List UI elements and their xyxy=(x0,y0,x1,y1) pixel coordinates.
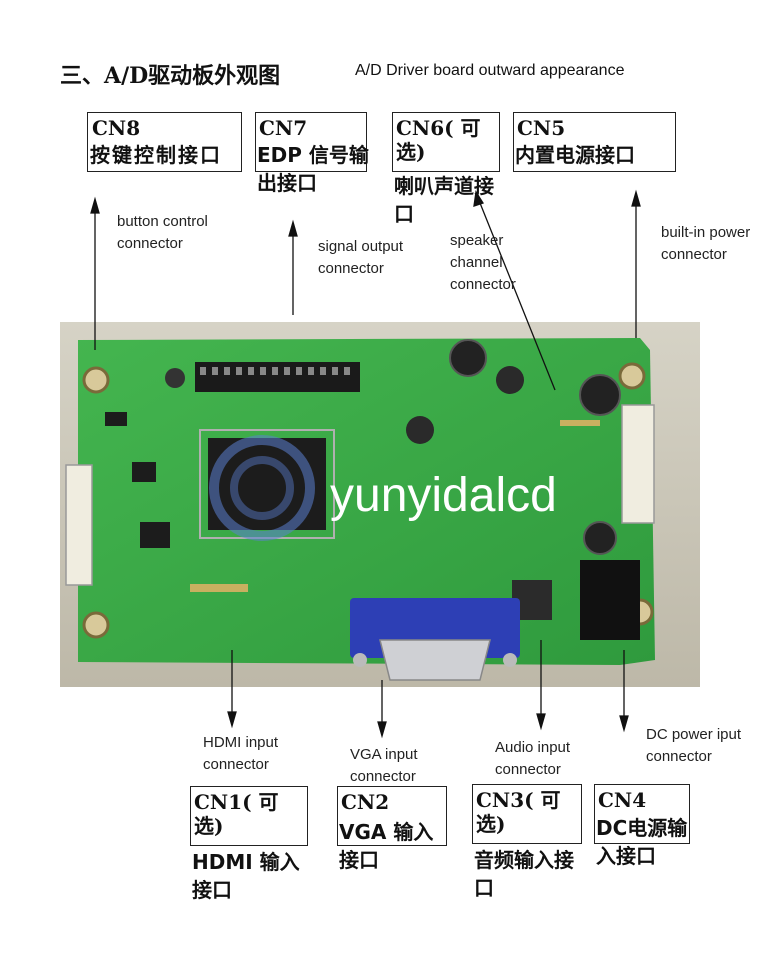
cn1-box xyxy=(190,786,308,846)
cn6-en: speaker channel connector xyxy=(450,232,516,293)
title-en: A/D Driver board outward appearance xyxy=(355,62,625,79)
cn5-code: CN5 xyxy=(517,116,566,140)
cn3-box xyxy=(472,784,582,844)
cn2-en: VGA input connector xyxy=(350,746,418,785)
cn1-en: HDMI input connector xyxy=(203,734,279,773)
cn4-code: CN4 xyxy=(598,788,647,812)
cn4-desc: DC电源输入接口 xyxy=(596,816,688,868)
cn1-desc: HDMI 输入接口 xyxy=(192,850,300,902)
ic-chip xyxy=(105,412,127,426)
cn6-code: CN6( 可选) xyxy=(396,116,481,164)
cn1-code: CN1( 可选) xyxy=(194,790,279,838)
cn2-box xyxy=(337,786,447,846)
cn6-box xyxy=(392,112,500,172)
dc-jack xyxy=(580,560,640,640)
cn8-box xyxy=(87,112,242,172)
cn8-desc: 按键控制接口 xyxy=(90,143,222,167)
capacitor xyxy=(579,374,621,416)
mounting-hole xyxy=(618,362,646,390)
mounting-hole xyxy=(82,366,110,394)
cn7-code: CN7 xyxy=(259,116,308,140)
cn8-en: button control connector xyxy=(117,213,208,252)
mounting-hole xyxy=(82,611,110,639)
cn2-code: CN2 xyxy=(341,790,390,814)
cn5-en: built-in power connector xyxy=(661,224,751,263)
capacitor xyxy=(583,521,617,555)
cn4-box xyxy=(594,784,690,844)
capacitor xyxy=(165,368,185,388)
cn3-code: CN3( 可选) xyxy=(476,788,561,836)
cn1-side-connector xyxy=(65,464,93,586)
capacitor xyxy=(496,366,524,394)
pcb-board xyxy=(78,338,655,665)
cn7-en: signal output connector xyxy=(318,238,404,277)
ic-chip xyxy=(132,462,156,482)
cn8-code: CN8 xyxy=(92,116,141,140)
cn3-en: Audio input connector xyxy=(495,739,571,778)
cn7-header xyxy=(195,362,360,392)
cn6-desc: 喇叭声道接口 xyxy=(394,174,494,226)
capacitor xyxy=(449,339,487,377)
cn7-desc: EDP 信号输出接口 xyxy=(257,143,369,195)
cn3-desc: 音频输入接口 xyxy=(474,848,574,900)
watermark-text: yunyidalcd xyxy=(330,469,557,522)
cn7-box xyxy=(255,112,367,172)
cn4-en: DC power iput connector xyxy=(646,726,742,765)
cn5-connector xyxy=(621,404,655,524)
title-cn: 三、A/D驱动板外观图 xyxy=(60,63,281,89)
cn2-desc: VGA 输入接口 xyxy=(339,820,434,872)
ic-chip xyxy=(140,522,170,548)
capacitor xyxy=(406,416,434,444)
cn5-desc: 内置电源接口 xyxy=(515,143,635,167)
cn5-box xyxy=(513,112,676,172)
